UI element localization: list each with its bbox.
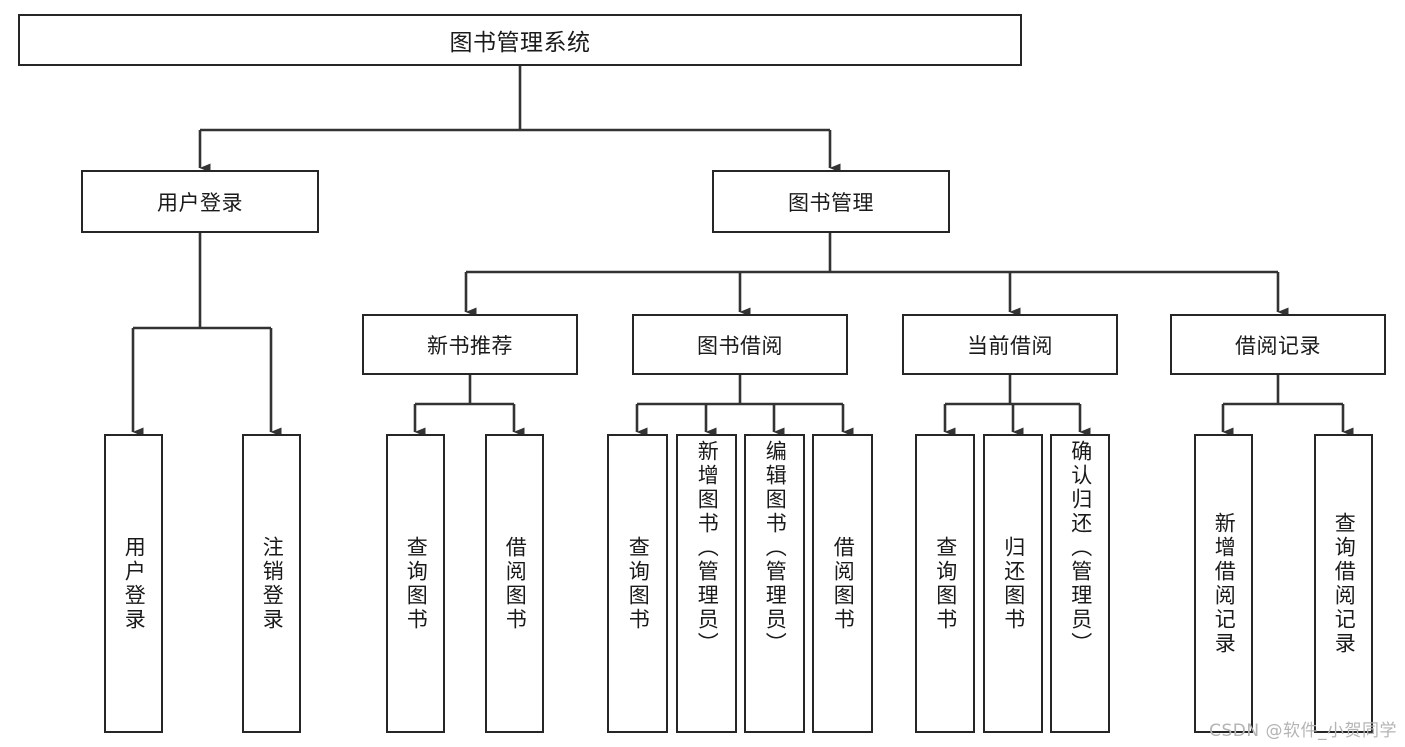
node-leaf-return-book[interactable]: 归还图书 (983, 434, 1043, 733)
node-leaf-query-book-1[interactable]: 查询图书 (386, 434, 445, 733)
node-leaf-logout-login[interactable]: 注销登录 (242, 434, 301, 733)
node-label: 当前借阅 (967, 333, 1053, 358)
node-leaf-query-book-2[interactable]: 查询图书 (607, 434, 668, 733)
node-label: 注销登录 (260, 535, 285, 632)
node-book-borrow[interactable]: 图书借阅 (632, 314, 848, 375)
node-new-book-rec[interactable]: 新书推荐 (362, 314, 578, 375)
node-borrow-record[interactable]: 借阅记录 (1170, 314, 1386, 375)
node-leaf-confirm-return[interactable]: 确认归还（管理员） (1050, 434, 1110, 733)
node-label: 新增借阅记录 (1212, 511, 1237, 656)
node-label: 借阅图书 (831, 535, 856, 632)
node-label: 查询图书 (626, 535, 651, 632)
node-label: 查询图书 (933, 535, 958, 632)
node-label: 归还图书 (1001, 535, 1026, 632)
node-label: 新书推荐 (427, 333, 513, 358)
node-label: 查询借阅记录 (1332, 511, 1357, 656)
node-leaf-add-record[interactable]: 新增借阅记录 (1194, 434, 1253, 733)
node-leaf-query-book-3[interactable]: 查询图书 (915, 434, 975, 733)
node-label: 图书借阅 (697, 333, 783, 358)
node-label: 借阅记录 (1235, 333, 1321, 358)
node-leaf-add-book[interactable]: 新增图书（管理员） (676, 434, 737, 733)
node-label: 图书管理 (788, 190, 874, 215)
node-label: 用户登录 (157, 190, 243, 215)
node-leaf-borrow-book-1[interactable]: 借阅图书 (485, 434, 544, 733)
node-label: 新增图书（管理员） (695, 440, 720, 656)
node-leaf-edit-book[interactable]: 编辑图书（管理员） (744, 434, 805, 733)
node-label: 确认归还（管理员） (1068, 440, 1093, 656)
node-leaf-query-record[interactable]: 查询借阅记录 (1314, 434, 1373, 733)
node-label: 查询图书 (404, 535, 429, 632)
node-label: 用户登录 (122, 535, 147, 632)
node-label: 图书管理系统 (449, 30, 591, 56)
node-root-system[interactable]: 图书管理系统 (18, 14, 1022, 66)
node-label: 借阅图书 (503, 535, 528, 632)
node-leaf-borrow-book-2[interactable]: 借阅图书 (812, 434, 873, 733)
node-label: 编辑图书（管理员） (763, 440, 788, 656)
node-leaf-user-login[interactable]: 用户登录 (104, 434, 163, 733)
csdn-watermark: CSDN @软件_小贺同学 (1209, 721, 1397, 741)
node-current-borrow[interactable]: 当前借阅 (902, 314, 1118, 375)
node-user-login[interactable]: 用户登录 (81, 170, 319, 233)
node-book-manage[interactable]: 图书管理 (712, 170, 950, 233)
